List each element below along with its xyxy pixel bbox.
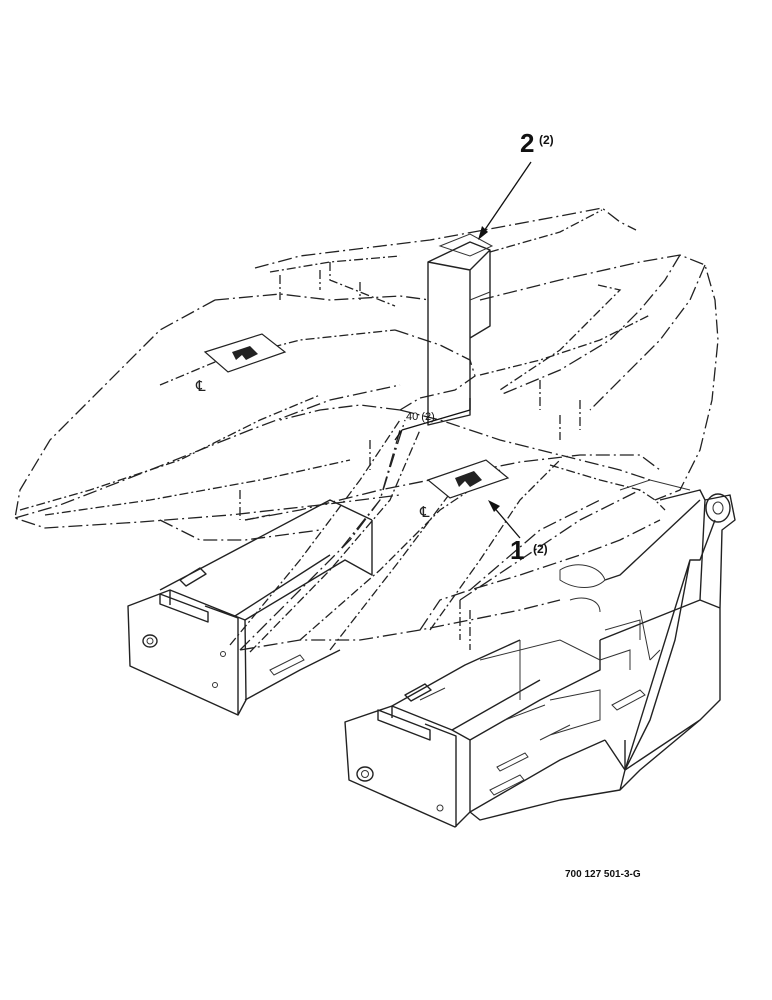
left-beam xyxy=(159,499,373,701)
lower-frame-brace xyxy=(479,639,601,741)
center-pivot-boss xyxy=(356,766,374,782)
center-beam xyxy=(391,639,606,813)
callout-2-arrowhead xyxy=(478,226,488,240)
shield-front-right xyxy=(419,489,661,631)
left-bolt-2 xyxy=(212,682,218,688)
right-side-plate xyxy=(604,499,716,771)
callout-1: 1 (2) xyxy=(488,500,548,565)
center-front-block xyxy=(344,705,471,828)
dimension-label: 40 (2) xyxy=(406,411,435,423)
shield-left-wing-inner xyxy=(19,329,396,516)
callout-2: 2 (2) xyxy=(478,128,554,240)
frame-structure xyxy=(127,479,736,828)
decal-rear-left xyxy=(203,333,287,373)
left-pivot-hole xyxy=(146,637,154,645)
dimension-extension-line xyxy=(394,398,471,441)
shield-center-ridge xyxy=(279,329,651,481)
center-bolt-1 xyxy=(436,804,444,812)
callout-1-number: 1 xyxy=(510,535,524,565)
decal-rear-left-symbol xyxy=(232,346,258,360)
right-frame-details xyxy=(559,479,691,711)
support-plate-hatch xyxy=(469,291,491,301)
decal-front-center-symbol xyxy=(455,471,482,487)
left-pivot-boss xyxy=(142,634,158,648)
centerline-mark-center: ℄ xyxy=(419,503,430,521)
support-plate-outline xyxy=(427,241,491,426)
centerline-mark-left: ℄ xyxy=(195,377,206,395)
shield-top-inner xyxy=(269,209,603,307)
shield-outline xyxy=(14,207,719,653)
callout-2-leader xyxy=(481,161,532,235)
right-pivot-boss xyxy=(705,493,731,523)
callout-2-qty: (2) xyxy=(539,133,554,147)
center-support-plate xyxy=(427,233,494,426)
shield-right-wing xyxy=(479,254,719,501)
shield-top-edge xyxy=(254,207,637,269)
right-frame xyxy=(469,489,736,821)
callout-1-leader xyxy=(491,504,521,539)
decal-front-center xyxy=(426,459,510,499)
shield-front-left-rays xyxy=(229,419,561,653)
dimension-40: 40 (2) xyxy=(394,398,471,441)
figure-id: 700 127 501-3-G xyxy=(565,869,641,880)
item2-panel-top xyxy=(438,233,494,257)
right-pivot-hole xyxy=(712,501,724,515)
left-bolt-1 xyxy=(220,651,226,657)
callout-1-arrowhead xyxy=(488,500,500,512)
shield-front-edge xyxy=(159,454,661,541)
left-front-block xyxy=(127,589,247,716)
beam-slots xyxy=(269,654,529,796)
callout-2-number: 2 xyxy=(520,128,534,158)
center-pivot-hole xyxy=(361,770,369,778)
callout-1-qty: (2) xyxy=(533,542,548,556)
shield-brackets xyxy=(239,270,581,650)
